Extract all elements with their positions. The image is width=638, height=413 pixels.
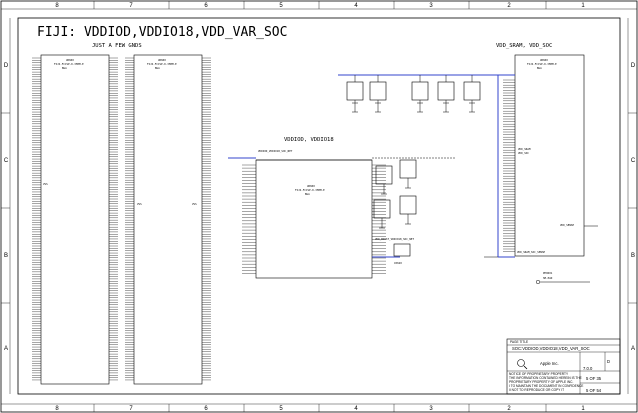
- tb-page-title: SOC:VDDIOD,VDDIO18,VDD_VAR_SOC: [512, 346, 590, 351]
- svg-text:BGA: BGA: [537, 66, 542, 70]
- part-ref: U0600: [66, 58, 74, 62]
- svg-text:SM-PAD: SM-PAD: [543, 276, 553, 280]
- row-label: C: [4, 158, 9, 164]
- tb-company: Apple Inc.: [540, 361, 559, 366]
- svg-text:VDDIOD_VDDIO18_SOC_NET: VDDIOD_VDDIO18_SOC_NET: [258, 149, 293, 153]
- part-ref: U0600: [307, 184, 315, 188]
- zone-labels-top: 8 7 6 5 4 3 2 1: [55, 3, 585, 9]
- svg-text:VSS: VSS: [43, 182, 48, 186]
- col-label: 5: [279, 3, 283, 9]
- zone-labels-bottom: 8 7 6 5 4 3 2 1: [55, 406, 585, 412]
- svg-text:PAGE TITLE: PAGE TITLE: [510, 340, 528, 344]
- tb-sheet1: 5 OF 35: [586, 376, 602, 381]
- tb-notice: NOTICE OF PROPRIETARY PROPERTY: [509, 372, 569, 376]
- col-label: 3: [429, 406, 433, 412]
- svg-text:VSS: VSS: [137, 202, 142, 206]
- col-label: 8: [55, 3, 59, 9]
- svg-text:FIJI-FCCSP-0.35MM-E: FIJI-FCCSP-0.35MM-E: [147, 62, 177, 66]
- zone-labels-right: D C B A: [631, 63, 636, 352]
- row-label: A: [4, 346, 8, 352]
- col-label: 1: [581, 406, 585, 412]
- ic-block-vddiod: U0600 FIJI-FCCSP-0.35MM-E BGA VDDIOD_VDD…: [228, 149, 455, 279]
- ic-block-right: U0600 FIJI-FCCSP-0.35MM-E BGA VDD_SRAM V…: [484, 54, 598, 285]
- svg-text:THE INFORMATION CONTAINED HERE: THE INFORMATION CONTAINED HEREIN IS THE: [509, 376, 582, 380]
- row-label: B: [631, 253, 635, 259]
- tb-ver: 7.0.0: [583, 366, 593, 371]
- svg-text:VDD_SRAM: VDD_SRAM: [518, 147, 531, 151]
- svg-text:I TO MAINTAIN THE DOCUMENT IN: I TO MAINTAIN THE DOCUMENT IN CONFIDENCE: [509, 384, 583, 388]
- svg-text:VDD_BOOST_VDDIO18_SOC_NET: VDD_BOOST_VDDIO18_SOC_NET: [375, 237, 414, 241]
- col-label: 5: [279, 406, 283, 412]
- svg-text:VDD_SENSE: VDD_SENSE: [560, 223, 574, 227]
- col-label: 1: [581, 3, 585, 9]
- col-label: 4: [354, 3, 358, 9]
- part-ref: U0600: [158, 58, 166, 62]
- svg-text:FIJI-FCCSP-0.35MM-E: FIJI-FCCSP-0.35MM-E: [295, 188, 325, 192]
- row-label: A: [631, 346, 635, 352]
- col-label: 2: [507, 3, 511, 9]
- ic-block-center-left: U0600 FIJI-FCCSP-0.35MM-E BGA VSS VSS: [125, 54, 211, 385]
- tb-rev: D: [607, 359, 610, 364]
- section-title-right: VDD_SRAM, VDD_SOC: [496, 43, 552, 49]
- svg-text:BGA: BGA: [305, 192, 310, 196]
- section-title-mid: VDDIOD, VDDIO18: [284, 137, 334, 143]
- zone-labels-left: D C B A: [4, 63, 9, 352]
- sheet-note: JUST A FEW GNDS: [92, 43, 142, 49]
- svg-text:II NOT TO REPRODUCE OR COPY IT: II NOT TO REPRODUCE OR COPY IT: [509, 388, 564, 392]
- ic-block-left: U0600 FIJI-FCCSP-0.35MM-E BGA VSS: [32, 54, 118, 385]
- col-label: 3: [429, 3, 433, 9]
- row-label: C: [631, 158, 636, 164]
- col-label: 7: [129, 406, 133, 412]
- col-label: 4: [354, 406, 358, 412]
- col-label: 6: [204, 3, 208, 9]
- svg-text:VSS: VSS: [192, 202, 197, 206]
- title-block: PAGE TITLE SOC:VDDIOD,VDDIO18,VDD_VAR_SO…: [506, 338, 621, 395]
- svg-text:PROPRIETARY PROPERTY OF APPLE: PROPRIETARY PROPERTY OF APPLE INC.: [509, 380, 573, 384]
- sheet-title: FIJI: VDDIOD,VDDIO18,VDD_VAR_SOC: [37, 25, 287, 40]
- svg-text:BGA: BGA: [62, 66, 67, 70]
- capacitor-array: [338, 74, 498, 229]
- col-label: 7: [129, 3, 133, 9]
- svg-text:FIJI-FCCSP-0.35MM-E: FIJI-FCCSP-0.35MM-E: [527, 62, 557, 66]
- col-label: 6: [204, 406, 208, 412]
- col-label: 2: [507, 406, 511, 412]
- row-label: B: [4, 253, 8, 259]
- svg-text:FIJI-FCCSP-0.35MM-E: FIJI-FCCSP-0.35MM-E: [54, 62, 84, 66]
- inner-frame: [17, 17, 621, 395]
- tb-sheet2: 5 OF 54: [586, 388, 602, 393]
- svg-text:C0620: C0620: [394, 261, 402, 265]
- svg-text:BGA: BGA: [155, 66, 160, 70]
- row-label: D: [4, 63, 9, 69]
- row-label: D: [631, 63, 636, 69]
- part-ref: U0600: [540, 58, 548, 62]
- col-label: 8: [55, 406, 59, 412]
- part-ref: PP0601: [543, 271, 553, 275]
- svg-text:VDD_SOC: VDD_SOC: [518, 151, 529, 155]
- svg-text:VDD_SRAM_SOC_SENSE: VDD_SRAM_SOC_SENSE: [517, 250, 546, 254]
